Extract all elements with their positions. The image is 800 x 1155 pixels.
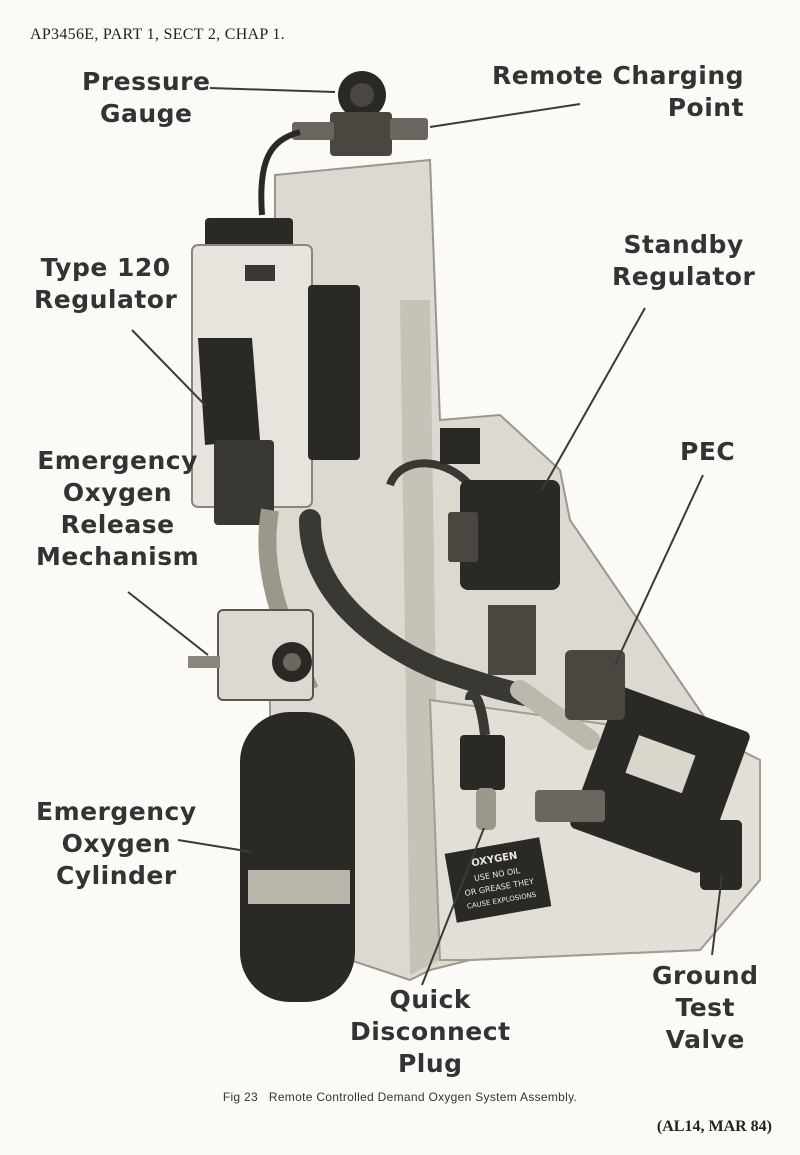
leader-lines: [127, 87, 723, 986]
emergency-oxygen-cylinder: [240, 712, 355, 1002]
label-ground-test-valve: Ground Test Valve: [652, 961, 759, 1054]
regulator-dial: [198, 338, 260, 445]
gauge-pipe: [258, 129, 301, 216]
label-emergency-oxygen-release-mechanism: Emergency Oxygen Release Mechanism: [36, 446, 200, 571]
label-standby-regulator: Standby Regulator: [612, 230, 756, 291]
label-pressure-gauge: Pressure Gauge: [82, 67, 211, 128]
main-hose: [299, 509, 536, 706]
leader-remote-charging: [429, 103, 581, 128]
warning-plate: [440, 428, 480, 464]
figure-caption: Fig 23 Remote Controlled Demand Oxygen S…: [222, 1090, 578, 1104]
leader-cylinder: [177, 839, 253, 853]
regulator-side-bar: [308, 285, 360, 460]
leader-release: [127, 591, 209, 656]
label-remote-charging-point: Remote Charging Point: [492, 61, 745, 122]
document-reference: AP3456E, PART 1, SECT 2, CHAP 1.: [30, 26, 285, 43]
cylinder-strap: [248, 870, 350, 904]
leader-qd-plug: [421, 827, 485, 986]
leader-pressure-gauge: [209, 87, 336, 93]
standby-regulator: [460, 480, 560, 590]
quick-disconnect-plug: [460, 735, 505, 790]
gauge-block: [330, 112, 392, 156]
label-type-120-regulator: Type 120 Regulator: [34, 253, 178, 314]
charging-fitting: [390, 118, 428, 140]
qd-plug-hose: [465, 689, 490, 736]
leader-pec: [614, 474, 704, 666]
pec-coupling: [565, 650, 625, 720]
ground-test-valve: [700, 820, 742, 890]
label-quick-disconnect-plug: Quick Disconnect Plug: [350, 985, 511, 1078]
label-pec: PEC: [680, 437, 736, 466]
leader-standby: [541, 307, 646, 491]
label-emergency-oxygen-cylinder: Emergency Oxygen Cylinder: [36, 797, 197, 890]
leader-type-120: [131, 329, 206, 406]
amendment-reference: (AL14, MAR 84): [656, 1118, 772, 1135]
leader-ground-test: [711, 874, 723, 956]
